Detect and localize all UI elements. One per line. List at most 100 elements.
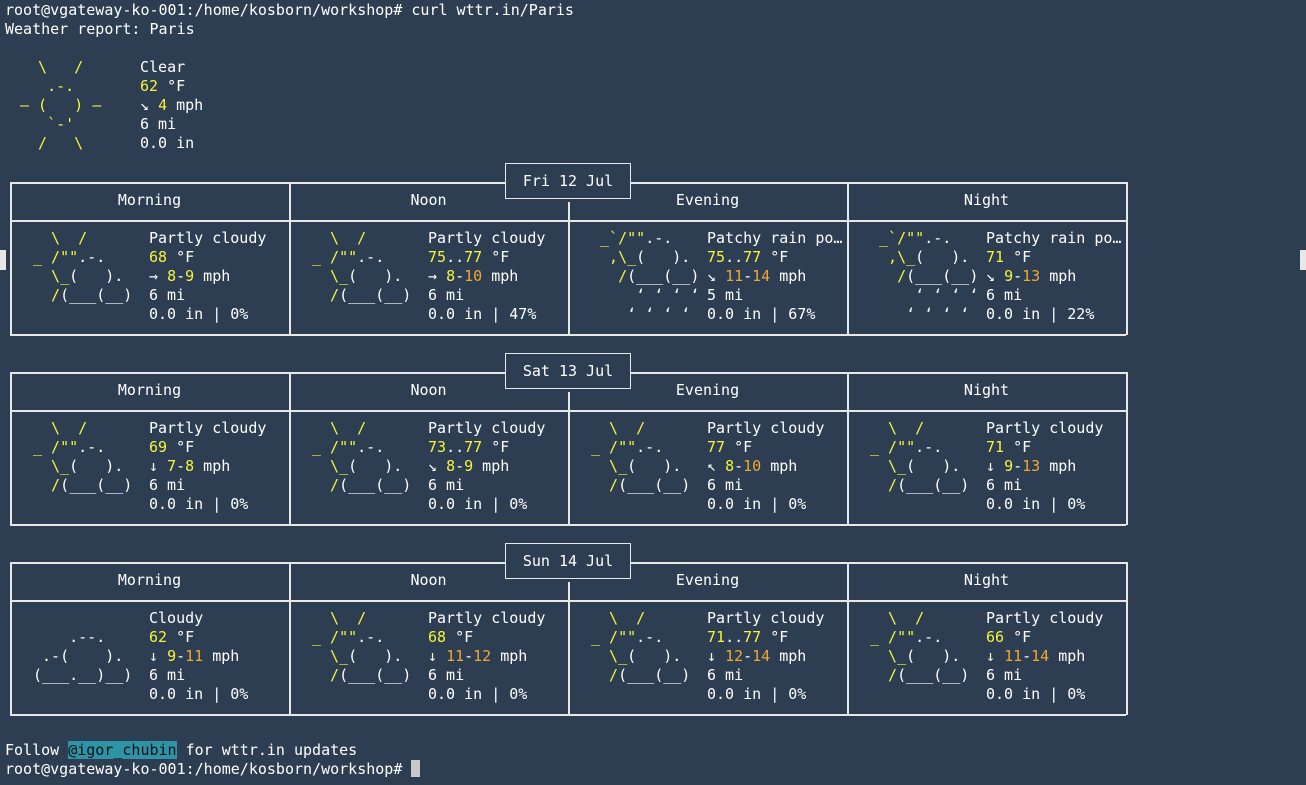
icon-art-line: _ /"".-.	[33, 438, 124, 456]
icon-art-line: \_( ).	[312, 647, 403, 665]
icon-art-line	[312, 495, 393, 514]
cell-temperature: 71 °F	[986, 438, 1032, 456]
twitter-handle-link[interactable]: @igor_chubin	[68, 741, 177, 759]
cell-condition: Partly cloudy	[707, 419, 825, 437]
icon-art-line: /(___(__)	[312, 476, 412, 494]
current-precipitation: 0.0 in	[140, 134, 195, 152]
period-header: Evening	[675, 571, 740, 589]
cell-wind: ↘ 9-13 mph	[986, 267, 1077, 285]
icon-art-line: ― ( ) ―	[20, 96, 102, 114]
icon-art-line: \ /	[870, 419, 952, 437]
icon-art-line: \ /	[591, 419, 673, 437]
cell-visibility: 6 mi	[149, 286, 186, 304]
table-border	[10, 372, 12, 525]
icon-art-line	[591, 685, 672, 704]
table-border	[1126, 372, 1128, 525]
icon-art-line	[33, 305, 114, 324]
cell-precipitation: 0.0 in | 67%	[707, 305, 816, 323]
cell-precipitation: 0.0 in | 0%	[986, 685, 1086, 703]
icon-art-line	[33, 495, 114, 514]
cell-visibility: 6 mi	[707, 476, 744, 494]
table-border	[10, 182, 12, 335]
cell-condition: Partly cloudy	[149, 419, 267, 437]
cell-condition: Patchy rain po…	[986, 229, 1122, 247]
cell-condition: Partly cloudy	[707, 609, 825, 627]
resize-handle-left[interactable]	[0, 250, 6, 270]
resize-handle-right[interactable]	[1300, 250, 1306, 270]
icon-art-line	[33, 609, 114, 628]
icon-art-line: _ /"".-.	[870, 438, 961, 456]
icon-art-line: \ /	[33, 419, 115, 437]
icon-art-line: \_( ).	[33, 457, 124, 475]
footer-line: Follow @igor_chubin for wttr.in updates	[5, 741, 357, 760]
icon-art-line: /(___(__)	[312, 286, 412, 304]
cell-wind: ↓ 11-14 mph	[986, 647, 1086, 665]
icon-art-line: \_( ).	[591, 647, 682, 665]
cell-precipitation: 0.0 in | 22%	[986, 305, 1095, 323]
prompt-line[interactable]: root@vgateway-ko-001:/home/kosborn/works…	[5, 760, 421, 779]
cell-precipitation: 0.0 in | 0%	[428, 685, 528, 703]
icon-art-line: _ /"".-.	[870, 628, 961, 646]
cell-temperature: 71 °F	[986, 248, 1032, 266]
period-header: Noon	[410, 191, 447, 209]
date-label: Sun 14 Jul	[505, 543, 631, 579]
cell-temperature: 66 °F	[986, 628, 1032, 646]
cell-precipitation: 0.0 in | 47%	[428, 305, 537, 323]
shell-prompt: root@vgateway-ko-001:/home/kosborn/works…	[5, 1, 403, 19]
shell-prompt: root@vgateway-ko-001:/home/kosborn/works…	[5, 760, 403, 778]
icon-art-line: _`/"".-.	[591, 229, 700, 247]
icon-art-line: _ /"".-.	[591, 628, 682, 646]
table-border	[847, 182, 849, 334]
icon-art-line: /(___(__)	[591, 666, 691, 684]
icon-art-line: \ /	[312, 609, 394, 627]
icon-art-line: \_( ).	[870, 457, 961, 475]
icon-art-line	[870, 685, 951, 704]
period-header: Morning	[117, 571, 182, 589]
cell-precipitation: 0.0 in | 0%	[428, 495, 528, 513]
date-label: Sat 13 Jul	[505, 353, 631, 389]
current-temperature: 62 °F	[140, 77, 186, 95]
icon-art-line: /(___(__)	[591, 267, 700, 285]
icon-art-line: \ /	[312, 229, 394, 247]
period-header: Evening	[675, 381, 740, 399]
table-border	[1126, 182, 1128, 335]
table-border	[568, 392, 570, 524]
table-border	[289, 182, 291, 334]
cell-temperature: 77 °F	[707, 438, 753, 456]
cell-condition: Partly cloudy	[428, 609, 546, 627]
icon-art-line: _`/"".-.	[870, 229, 979, 247]
cell-wind: ↓ 9-11 mph	[149, 647, 240, 665]
icon-art-line: ‘ ‘ ‘ ‘	[870, 286, 979, 304]
table-border	[10, 562, 12, 715]
cell-wind: → 8-9 mph	[149, 267, 231, 285]
icon-art-line: _ /"".-.	[312, 438, 403, 456]
table-border	[10, 524, 1126, 526]
period-header: Evening	[675, 191, 740, 209]
period-header: Night	[963, 571, 1010, 589]
report-title: Weather report: Paris	[5, 20, 195, 38]
cell-visibility: 6 mi	[986, 476, 1023, 494]
cell-visibility: 6 mi	[428, 476, 465, 494]
icon-art-line: ,\_( ).	[591, 248, 691, 266]
cell-wind: ↓ 12-14 mph	[707, 647, 807, 665]
icon-art-line: \_( ).	[33, 267, 124, 285]
table-border	[847, 372, 849, 524]
cell-condition: Patchy rain po…	[707, 229, 843, 247]
icon-art-line: \_( ).	[312, 457, 403, 475]
icon-art-line: \ /	[33, 229, 115, 247]
date-label: Fri 12 Jul	[505, 163, 631, 199]
cell-visibility: 6 mi	[149, 666, 186, 684]
cell-visibility: 5 mi	[707, 286, 744, 304]
icon-art-line	[312, 685, 393, 704]
footer-prefix: Follow	[5, 741, 69, 759]
cell-wind: ↖ 8-10 mph	[707, 457, 798, 475]
icon-art-line: \_( ).	[591, 457, 682, 475]
period-header: Morning	[117, 381, 182, 399]
current-condition: Clear	[140, 58, 186, 76]
cell-temperature: 73..77 °F	[428, 438, 510, 456]
icon-art-line: `-'	[20, 115, 102, 133]
icon-art-line: ,\_( ).	[870, 248, 970, 266]
cell-condition: Cloudy	[149, 609, 204, 627]
cell-precipitation: 0.0 in | 0%	[707, 495, 807, 513]
